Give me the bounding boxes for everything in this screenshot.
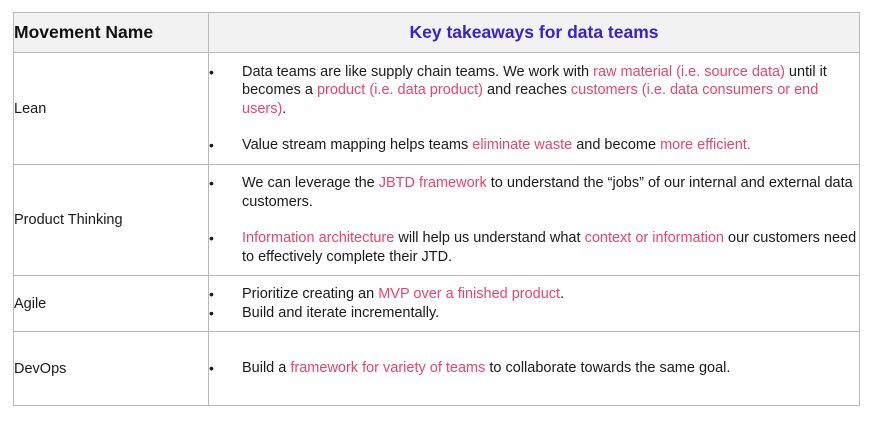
takeaway-item: Build and iterate incrementally. (209, 304, 859, 323)
takeaway-item: Data teams are like supply chain teams. … (209, 63, 859, 119)
highlight-text: eliminate waste (472, 137, 573, 153)
movement-name-cell: DevOps (13, 331, 209, 406)
takeaways-cell: Build a framework for variety of teams t… (208, 331, 860, 406)
highlight-text: JBTD framework (378, 175, 487, 191)
table-row-devops: DevOps Build a framework for variety of … (13, 331, 860, 406)
takeaway-list: We can leverage the JBTD framework to un… (209, 174, 859, 266)
takeaway-item: Value stream mapping helps teams elimina… (209, 136, 859, 155)
movements-table: Movement Name Key takeaways for data tea… (13, 12, 860, 406)
takeaway-item: Prioritize creating an MVP over a finish… (209, 285, 859, 304)
key-takeaways-header: Key takeaways for data teams (208, 12, 860, 53)
highlight-text: raw material (i.e. source data) (593, 63, 785, 80)
highlight-text: more efficient. (660, 137, 751, 153)
highlight-text: framework for variety of teams (290, 360, 486, 377)
movement-name-cell: Agile (13, 275, 209, 332)
highlight-text: MVP over a finished product (378, 286, 561, 302)
takeaways-cell: Prioritize creating an MVP over a finish… (208, 275, 860, 332)
table-row-lean: Lean Data teams are like supply chain te… (13, 52, 860, 165)
takeaway-list: Data teams are like supply chain teams. … (209, 63, 859, 155)
takeaway-item: Build a framework for variety of teams t… (209, 359, 859, 378)
takeaway-list: Build a framework for variety of teams t… (209, 359, 859, 378)
movement-name-header: Movement Name (13, 12, 209, 53)
table-row-product-thinking: Product Thinking We can leverage the JBT… (13, 164, 860, 276)
movement-name-cell: Lean (13, 52, 209, 165)
takeaway-list: Prioritize creating an MVP over a finish… (209, 285, 859, 322)
highlight-text: customers (i.e. data consumers or end us… (242, 82, 819, 117)
movement-name-cell: Product Thinking (13, 164, 209, 276)
highlight-text: Information architecture (242, 230, 395, 246)
takeaways-cell: Data teams are like supply chain teams. … (208, 52, 860, 165)
takeaway-item: We can leverage the JBTD framework to un… (209, 174, 859, 211)
table-row-agile: Agile Prioritize creating an MVP over a … (13, 275, 860, 332)
takeaway-item: Information architecture will help us un… (209, 229, 859, 266)
header-row: Movement Name Key takeaways for data tea… (13, 12, 860, 53)
highlight-text: product (i.e. data product) (316, 82, 484, 98)
takeaways-cell: We can leverage the JBTD framework to un… (208, 164, 860, 276)
highlight-text: context or information (584, 230, 724, 246)
